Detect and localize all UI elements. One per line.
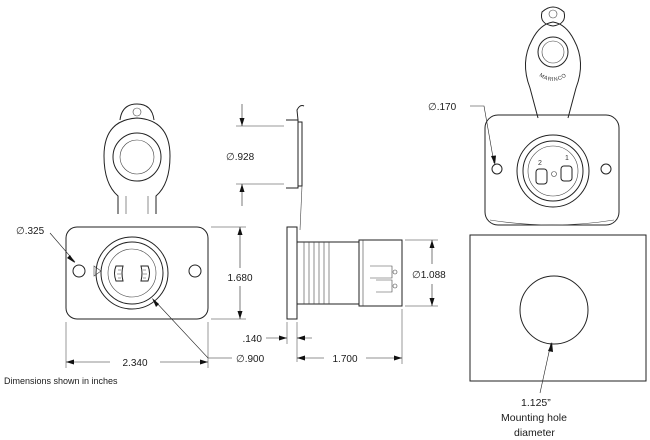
dim-iso-hole-diameter: ∅.170 [428,102,496,165]
side-cap [286,105,305,231]
front-height-label: 1.680 [227,273,252,284]
dim-side-depth: 1.700 [297,309,403,365]
pin-label-2: 2 [538,160,542,167]
iso-socket: 2 1 [516,134,590,208]
iso-view: MARINCO 2 1 ∅.170 [428,6,620,226]
iso-hole-diameter-label: ∅.170 [428,102,457,113]
front-cap [103,103,171,214]
pin-label-1: 1 [565,155,569,162]
side-depth-label: 1.700 [332,354,357,365]
dim-side-flange-thickness: .140 [243,322,312,362]
triangle-marker-icon [93,265,102,277]
front-view: ∅.325 2.340 1.680 ∅.900 [16,103,265,369]
template-panel [469,234,647,382]
side-barrel-diameter-label: ∅1.088 [412,270,446,281]
mounting-caption-line2: diameter [514,427,555,439]
front-hole-diameter-label: ∅.325 [16,226,45,237]
template-mounting-hole [519,275,589,345]
iso-cap-tab: MARINCO [525,6,581,119]
mounting-caption-line1: Mounting hole [501,412,567,424]
side-flange [286,226,298,320]
side-flange-thickness-label: .140 [243,334,263,345]
side-terminals [370,265,398,293]
iso-mounting-hole-right [600,163,612,175]
side-view: ∅.928 .140 1.700 ∅1.088 [226,104,446,365]
front-flange [65,226,209,320]
front-socket [95,236,169,310]
dim-side-cap-diameter: ∅.928 [226,104,284,206]
mounting-template: 1.125” Mounting hole diameter [469,234,647,439]
dim-front-width: 2.340 [65,322,209,369]
dim-side-barrel-diameter: ∅1.088 [405,239,446,307]
dim-front-height: 1.680 [211,226,253,320]
dim-front-socket-diameter: ∅.900 [152,298,265,365]
svg-text:MARINCO: MARINCO [538,73,568,84]
side-barrel [297,239,403,307]
front-width-label: 2.340 [122,358,147,369]
iso-flange [484,114,620,226]
units-note: Dimensions shown in inches [4,376,118,386]
brand-text: MARINCO [538,73,568,84]
mounting-hole-size: 1.125” [521,397,551,409]
dim-front-hole-diameter: ∅.325 [16,226,76,263]
front-mounting-hole-right [188,264,202,278]
side-cap-diameter-label: ∅.928 [226,152,255,163]
front-socket-diameter-label: ∅.900 [236,354,265,365]
iso-mounting-hole-left [491,163,503,175]
front-mounting-hole-left [72,264,86,278]
